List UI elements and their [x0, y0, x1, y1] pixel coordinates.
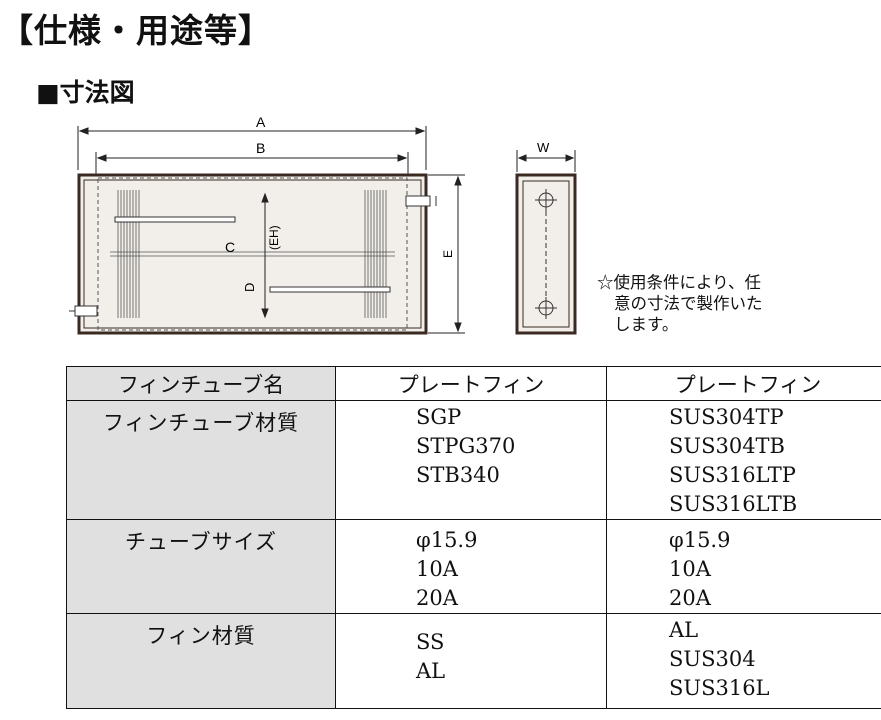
dim-label-b: B: [256, 140, 265, 156]
dim-label-w: W: [537, 140, 550, 155]
usage-note: ☆使用条件により、任 意の寸法で製作いた します。: [597, 272, 763, 335]
front-view-drawing: A B C D (EH) E: [69, 114, 465, 335]
table-row: フィンチューブ材質 SGP STPG370 STB340 SUS304TP SU…: [66, 400, 881, 520]
cell-value: φ15.9: [416, 528, 478, 552]
page-title: 【仕様・用途等】: [0, 11, 272, 50]
cell-value: SUS316LTB: [669, 492, 798, 516]
section-heading: ■寸法図: [36, 78, 135, 107]
spec-table: フィンチューブ名 プレートフィン プレートフィン フィンチューブ材質 SGP S…: [66, 366, 881, 709]
cell-value: STPG370: [416, 434, 516, 458]
dim-label-a: A: [256, 114, 266, 130]
table-row: フィン材質 SS AL AL SUS304 SUS316L: [66, 613, 881, 709]
dim-label-eh: (EH): [267, 225, 281, 250]
header-fin-tube-name: フィンチューブ名: [66, 366, 336, 401]
dim-label-e: E: [441, 250, 455, 258]
row-label-tube-size: チューブサイズ: [124, 530, 278, 554]
cell-value: 20A: [416, 586, 458, 610]
cell-value: STB340: [416, 463, 500, 487]
note-line: 意の寸法で製作いた: [614, 294, 763, 313]
cell-value: 10A: [669, 557, 711, 581]
table-row: チューブサイズ φ15.9 10A 20A φ15.9 10A 20A: [66, 519, 881, 614]
side-view-drawing: W: [515, 140, 577, 335]
cell-value: SUS316LTP: [669, 463, 796, 487]
header-plate-fin-2: プレートフィン: [606, 366, 881, 401]
cell-value: AL: [669, 618, 699, 642]
cell-value: SUS316L: [669, 676, 770, 700]
dim-label-c: C: [225, 239, 235, 255]
cell-value: φ15.9: [669, 528, 731, 552]
cell-value: SUS304TB: [669, 434, 785, 458]
cell-value: SUS304: [669, 647, 756, 671]
cell-value: SGP: [416, 405, 462, 429]
row-label-material: フィンチューブ材質: [102, 411, 300, 435]
cell-value: SS: [416, 630, 445, 654]
cell-value: 20A: [669, 586, 711, 610]
table-header-row: フィンチューブ名 プレートフィン プレートフィン: [66, 366, 881, 401]
cell-value: 10A: [416, 557, 458, 581]
header-plate-fin-1: プレートフィン: [335, 366, 607, 401]
cell-value: SUS304TP: [669, 405, 784, 429]
cell-value: AL: [416, 659, 446, 683]
dim-label-d: D: [242, 283, 257, 292]
row-label-fin-material: フィン材質: [146, 624, 256, 648]
note-line: します。: [614, 315, 679, 334]
note-line: ☆使用条件により、任: [597, 273, 762, 292]
